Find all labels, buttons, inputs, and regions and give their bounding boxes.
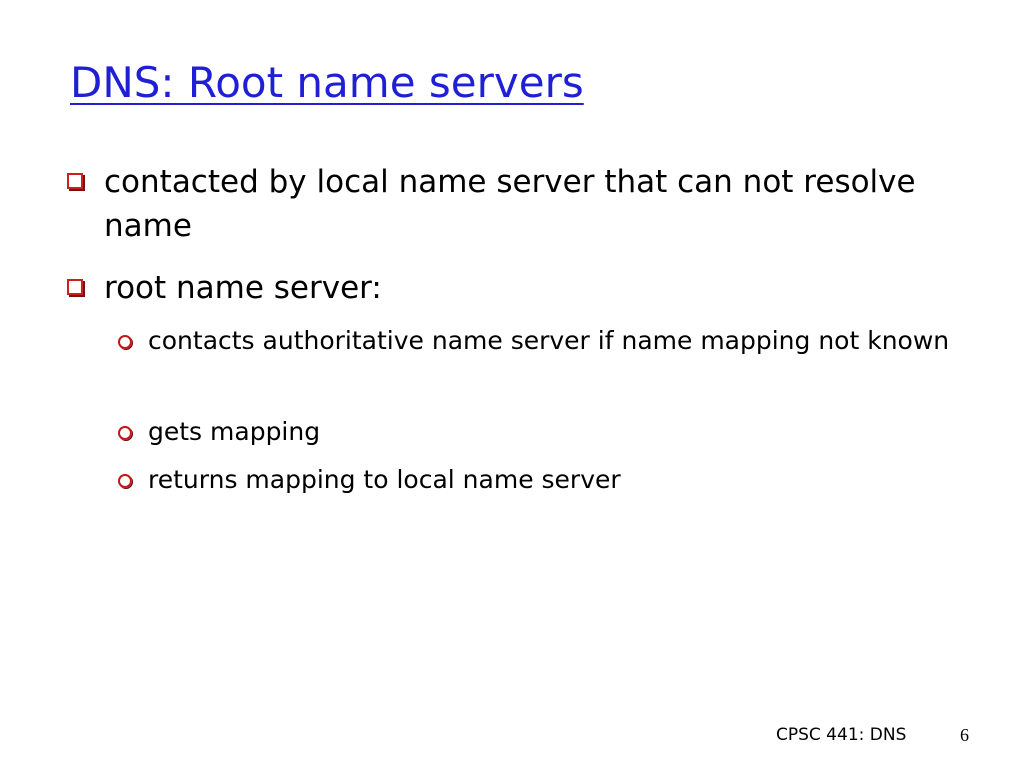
circle-bullet-icon xyxy=(118,335,132,349)
sub-bullet-text: gets mapping xyxy=(148,417,321,446)
square-bullet-icon xyxy=(67,279,83,295)
bullet-item: contacted by local name server that can … xyxy=(67,160,964,248)
page-number: 6 xyxy=(960,725,969,745)
footer-course-label: CPSC 441: DNS xyxy=(776,725,907,745)
sub-bullet-item: returns mapping to local name server xyxy=(118,460,998,500)
sub-bullet-text: contacts authoritative name server if na… xyxy=(148,326,950,355)
circle-bullet-icon xyxy=(118,426,132,440)
square-bullet-icon xyxy=(67,173,83,189)
circle-bullet-icon xyxy=(118,474,132,488)
bullet-item: root name server: xyxy=(67,266,964,310)
slide-title: DNS: Root name servers xyxy=(70,58,584,107)
sub-bullet-text: returns mapping to local name server xyxy=(148,465,621,494)
sub-bullet-item: gets mapping xyxy=(118,412,998,452)
sub-bullet-item: contacts authoritative name server if na… xyxy=(118,321,998,361)
bullet-text: contacted by local name server that can … xyxy=(104,164,916,244)
bullet-text: root name server: xyxy=(104,270,382,306)
